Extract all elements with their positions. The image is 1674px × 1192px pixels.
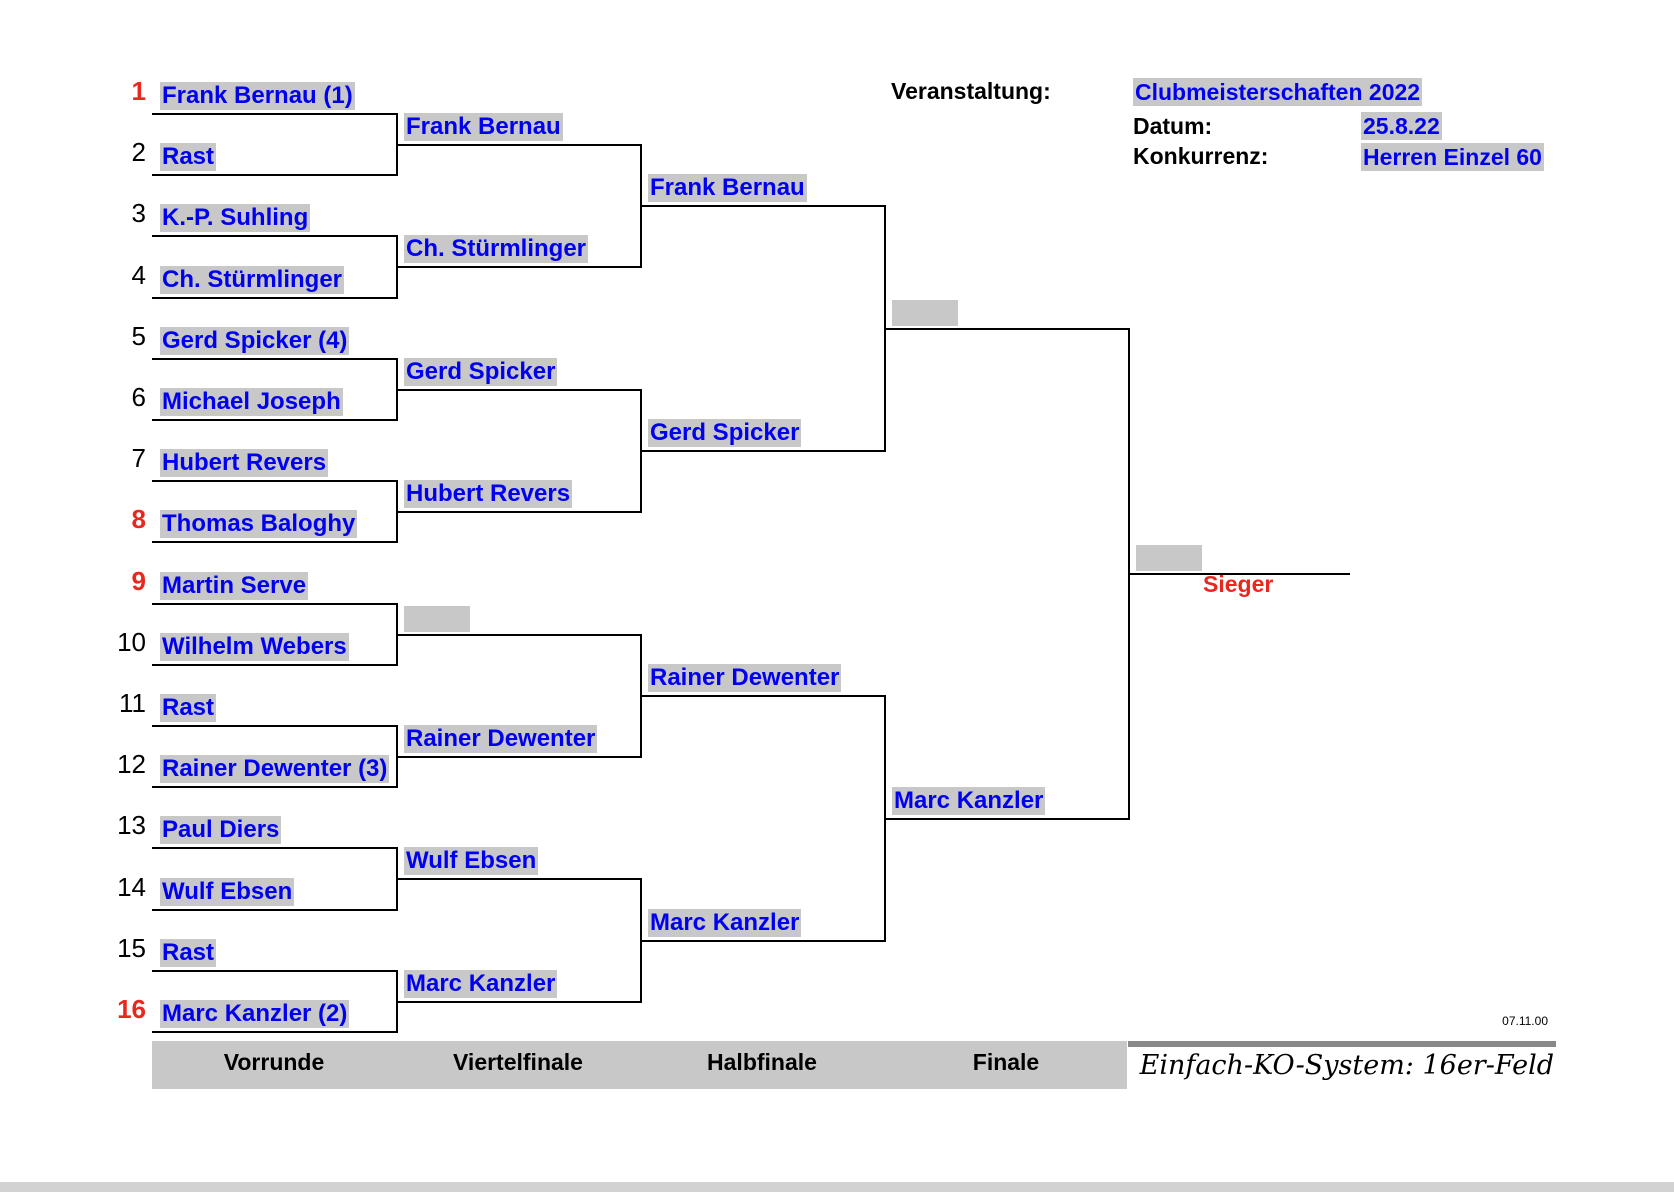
draw-line xyxy=(152,358,396,360)
draw-number: 13 xyxy=(117,810,146,840)
draw-number: 10 xyxy=(117,627,146,657)
competition-value[interactable]: Herren Einzel 60 xyxy=(1361,143,1544,171)
event-value[interactable]: Clubmeisterschaften 2022 xyxy=(1133,78,1423,106)
quarterfinal-player-name[interactable]: Frank Bernau xyxy=(404,113,563,141)
semifinal-line xyxy=(640,450,884,452)
draw-number: 7 xyxy=(131,443,146,473)
system-title-rule xyxy=(1128,1041,1556,1047)
draw-line xyxy=(152,1031,396,1033)
draw-line xyxy=(152,847,396,849)
quarterfinal-line xyxy=(396,511,640,513)
draw-line xyxy=(152,480,396,482)
final-line xyxy=(884,818,1128,820)
draw-line xyxy=(152,297,396,299)
draw-line xyxy=(152,909,396,911)
draw-line xyxy=(152,113,396,115)
draw-number: 12 xyxy=(117,749,146,779)
draw-line xyxy=(152,541,396,543)
quarterfinal-player-name[interactable]: Wulf Ebsen xyxy=(404,847,539,875)
date-label: Datum: xyxy=(1133,113,1213,139)
quarterfinal-line xyxy=(396,266,640,268)
quarterfinal-line xyxy=(396,756,640,758)
draw-number: 9 xyxy=(131,566,146,596)
draw-player-name[interactable]: Michael Joseph xyxy=(160,388,343,416)
quarterfinal-player-name[interactable]: Rainer Dewenter xyxy=(404,725,598,753)
round-label-finale: Finale xyxy=(972,1049,1040,1075)
draw-number: 15 xyxy=(117,933,146,963)
draw-number: 11 xyxy=(119,688,146,718)
event-label: Veranstaltung: xyxy=(891,78,1051,104)
final-line xyxy=(884,328,1128,330)
winner-label: Sieger xyxy=(1203,571,1274,597)
draw-line xyxy=(152,970,396,972)
semifinal-line xyxy=(640,205,884,207)
quarterfinal-player-name[interactable]: Hubert Revers xyxy=(404,480,573,508)
draw-number: 3 xyxy=(131,198,146,228)
quarterfinal-line xyxy=(396,1001,640,1003)
semifinal-line xyxy=(640,940,884,942)
final-empty-slot[interactable] xyxy=(892,300,958,326)
draw-line xyxy=(152,174,396,176)
quarterfinal-empty-slot[interactable] xyxy=(404,606,470,632)
winner-line xyxy=(1128,573,1350,575)
semifinal-line xyxy=(640,695,884,697)
draw-number: 14 xyxy=(117,872,146,902)
draw-player-name[interactable]: Rast xyxy=(160,143,217,171)
draw-number: 16 xyxy=(117,994,146,1024)
draw-line xyxy=(152,664,396,666)
draw-player-name[interactable]: Rainer Dewenter (3) xyxy=(160,755,390,783)
round-label-halbfinale: Halbfinale xyxy=(707,1049,817,1075)
draw-player-name[interactable]: Thomas Baloghy xyxy=(160,510,358,538)
quarterfinal-line xyxy=(396,878,640,880)
draw-player-name[interactable]: Frank Bernau (1) xyxy=(160,82,355,110)
quarterfinal-player-name[interactable]: Marc Kanzler xyxy=(404,970,558,998)
draw-number: 8 xyxy=(131,504,146,534)
draw-line xyxy=(152,725,396,727)
draw-player-name[interactable]: Rast xyxy=(160,939,217,967)
draw-player-name[interactable]: Rast xyxy=(160,694,217,722)
round-label-viertelfinale: Viertelfinale xyxy=(453,1049,583,1075)
quarterfinal-line xyxy=(396,144,640,146)
competition-label: Konkurrenz: xyxy=(1133,143,1269,169)
draw-line xyxy=(152,786,396,788)
semifinal-player-name[interactable]: Gerd Spicker xyxy=(648,419,802,447)
draw-player-name[interactable]: Ch. Stürmlinger xyxy=(160,266,345,294)
draw-line xyxy=(152,419,396,421)
draw-number: 2 xyxy=(131,137,146,167)
date-value[interactable]: 25.8.22 xyxy=(1361,112,1442,140)
semifinal-player-name[interactable]: Rainer Dewenter xyxy=(648,664,842,692)
draw-number: 6 xyxy=(131,382,146,412)
draw-number: 4 xyxy=(131,260,146,290)
round-footer xyxy=(152,1041,1127,1089)
bottom-strip xyxy=(0,1182,1674,1192)
semifinal-player-name[interactable]: Marc Kanzler xyxy=(648,909,802,937)
quarterfinal-player-name[interactable]: Gerd Spicker xyxy=(404,358,558,386)
system-title: Einfach-KO-System: 16er-Feld xyxy=(1139,1050,1554,1081)
quarterfinal-player-name[interactable]: Ch. Stürmlinger xyxy=(404,235,589,263)
draw-line xyxy=(152,603,396,605)
draw-line xyxy=(152,235,396,237)
final-player-name[interactable]: Marc Kanzler xyxy=(892,787,1046,815)
draw-number: 5 xyxy=(131,321,146,351)
draw-player-name[interactable]: Hubert Revers xyxy=(160,449,329,477)
draw-player-name[interactable]: Martin Serve xyxy=(160,572,309,600)
quarterfinal-line xyxy=(396,634,640,636)
draw-player-name[interactable]: Marc Kanzler (2) xyxy=(160,1000,350,1028)
round-label-vorrunde: Vorrunde xyxy=(223,1049,325,1075)
draw-player-name[interactable]: Wilhelm Webers xyxy=(160,633,349,661)
draw-number: 1 xyxy=(131,76,146,106)
draw-player-name[interactable]: K.-P. Suhling xyxy=(160,204,311,232)
draw-player-name[interactable]: Gerd Spicker (4) xyxy=(160,327,350,355)
quarterfinal-line xyxy=(396,389,640,391)
winner-empty-slot[interactable] xyxy=(1136,545,1202,571)
draw-player-name[interactable]: Wulf Ebsen xyxy=(160,878,295,906)
semifinal-player-name[interactable]: Frank Bernau xyxy=(648,174,807,202)
draw-player-name[interactable]: Paul Diers xyxy=(160,816,282,844)
version-stamp: 07.11.00 xyxy=(1502,1014,1548,1028)
